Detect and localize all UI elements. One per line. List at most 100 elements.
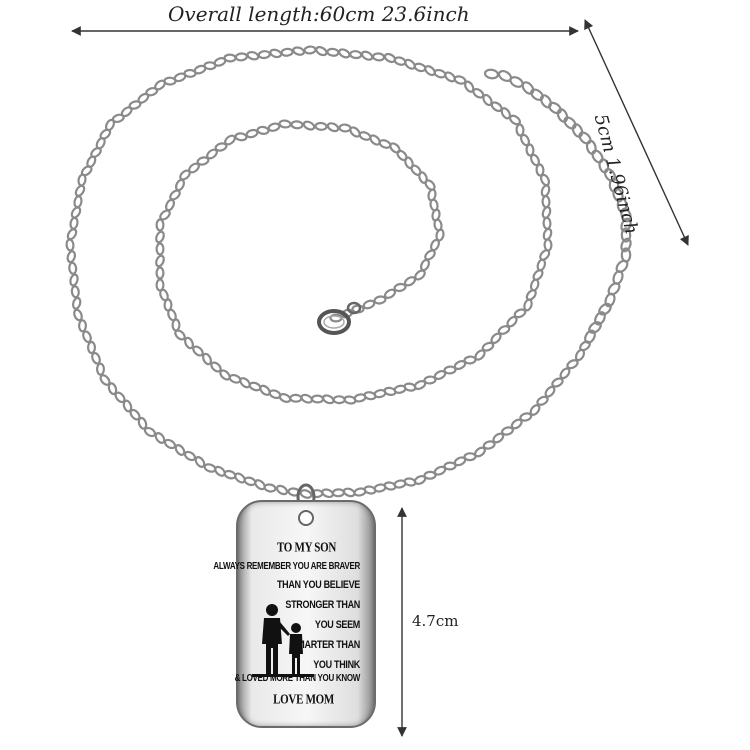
tag-line: STRONGER THAN [285,598,360,611]
chain-link [196,156,210,166]
chain-link [360,50,374,61]
chain-link [338,123,352,133]
parent-child-silhouette-icon [252,604,314,677]
tag-line: YOU THINK [313,658,360,671]
chain-link [256,125,270,135]
chain-link [620,247,632,263]
tag-hole [298,510,314,526]
chain-link [373,295,387,305]
chain-link [536,258,547,272]
chain-link [501,426,514,436]
chain-link [594,311,606,326]
chain-link [292,46,306,56]
chain-link [482,93,493,107]
chain-link [66,228,78,241]
chain-link [155,266,165,280]
chain-link [620,237,632,253]
chain-link [424,249,436,261]
overall-length-label: Overall length:60cm 23.6inch [168,2,470,26]
chain-link [91,351,101,365]
chain-link [163,438,177,450]
chain-link [372,52,386,62]
tag-line: & LOVED MORE THAN YOU KNOW [234,672,361,684]
chain-link [571,123,584,138]
chain-link [155,242,165,256]
chain-link [410,164,422,176]
chain-link [69,273,79,287]
chain-link [326,122,340,133]
chain-link [234,52,248,62]
chain-link [519,412,533,422]
chain-link [500,107,511,120]
chain-link [396,149,408,162]
chain-link [349,50,363,60]
chain-link [497,325,511,335]
chain-link [184,336,194,350]
chain-link [539,94,553,109]
chain-link [513,308,527,319]
chain-link [82,330,92,344]
chain-link [174,329,186,341]
chain-link [77,173,87,187]
chain-link [122,399,133,413]
chain-link [612,187,624,203]
chain-link [464,80,475,93]
pendant-height-label: 4.7cm [412,612,459,630]
chain-link [482,440,496,450]
chain-link [463,452,477,462]
chain-link [383,52,397,64]
chain [65,45,632,499]
tag-line: ALWAYS REMEMBER YOU ARE BRAVER [213,560,360,572]
chain-link [179,169,191,181]
chain-link [71,296,82,310]
chain-link [563,116,577,130]
chain-link [383,288,397,299]
chain-link [378,139,392,149]
chain-link [556,108,569,123]
chain-link [542,216,552,230]
chain-link [540,184,551,198]
chain-link [171,318,181,332]
tag-title: TO MY SON [276,540,336,555]
chain-link [548,101,562,115]
chain-link [423,375,437,385]
chain-link [315,46,328,57]
chain-link [143,426,157,438]
chain-link [393,282,407,293]
chain-link [280,47,294,57]
chain-link [620,217,632,233]
chain-link [585,139,597,155]
chain-link [535,163,545,177]
chain-link [290,120,304,130]
chain-link [536,395,549,406]
chain-link [164,198,176,212]
chain-link [155,254,165,268]
chain-link [566,359,579,370]
chain-link [243,476,257,487]
tag-signature: LOVE MOM [273,692,334,707]
chain-link [70,206,82,219]
chain-link [73,195,83,209]
chain-link [77,319,88,333]
chain-link [169,189,181,201]
chain-link [303,45,317,55]
chain-link [248,381,262,392]
chain-link [174,178,186,192]
chain-link [443,461,457,471]
chain-link [66,250,77,264]
chain-link [578,131,592,145]
chain-link [246,50,260,61]
chain-link [289,393,303,403]
chain-link [86,340,97,355]
chain-link [414,269,426,281]
chain-link [515,123,525,137]
chain-link [155,218,165,232]
dog-tag-pendant: TO MY SON ALWAYS REMEMBER YOU ARE BRAVER… [213,500,376,728]
chain-link [278,119,292,129]
chain-link [137,416,148,430]
chain-link [68,261,78,275]
chain-link [314,121,328,131]
chain-link [202,352,212,366]
lobster-clasp-icon [317,301,362,335]
chain-link [163,76,177,86]
